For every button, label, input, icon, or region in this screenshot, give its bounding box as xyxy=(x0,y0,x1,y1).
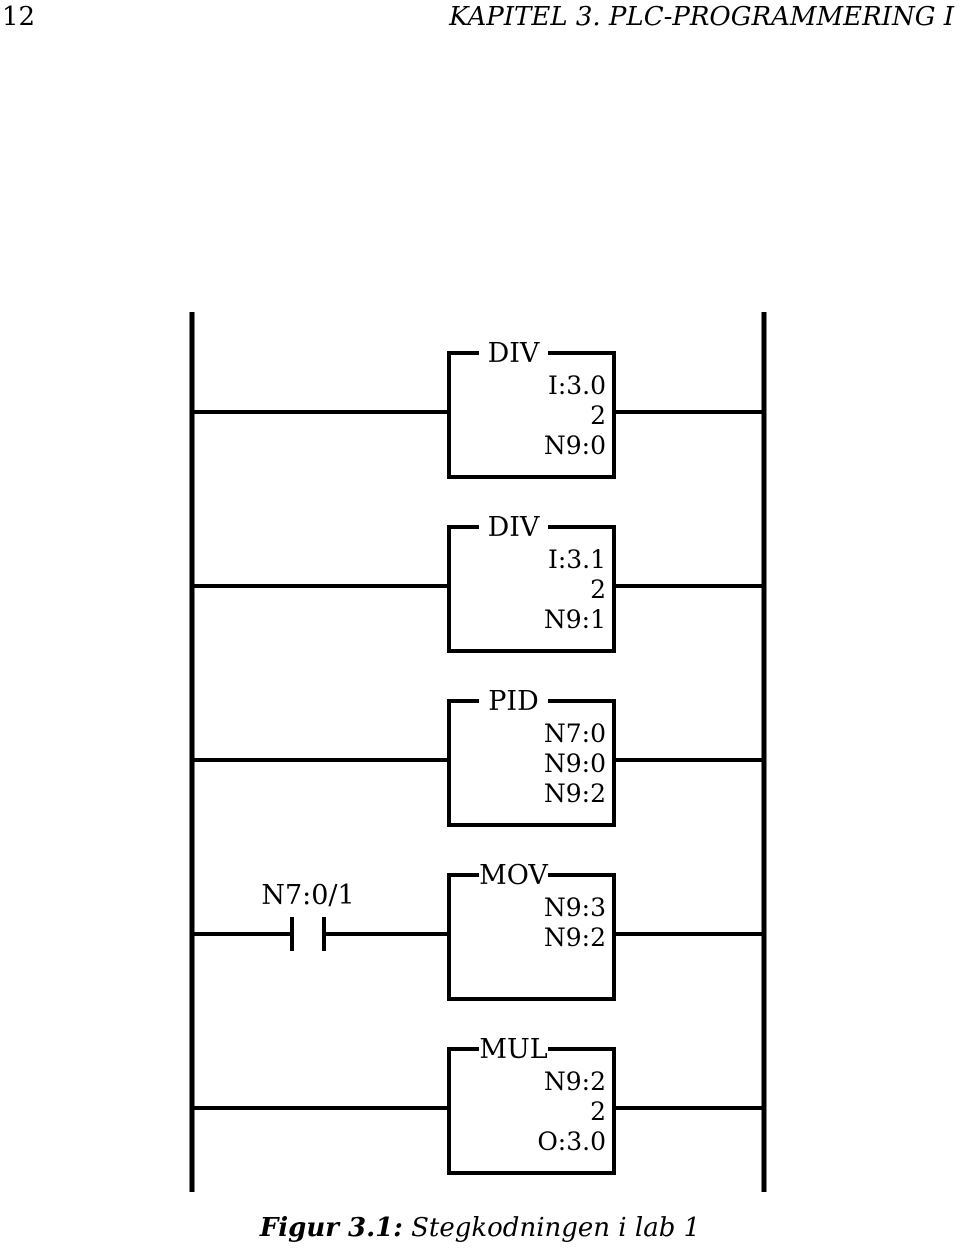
block-operand: N9:2 xyxy=(544,923,606,952)
rungs-layer: DIVI:3.02N9:0DIVI:3.12N9:1PIDN7:0N9:0N9:… xyxy=(192,338,764,1175)
chapter-title: KAPITEL 3. PLC-PROGRAMMERING I xyxy=(449,2,954,32)
block-operand: N9:2 xyxy=(544,1067,606,1096)
block-operand: N9:2 xyxy=(544,779,606,808)
block-operand: 2 xyxy=(590,401,606,430)
block-name: PID xyxy=(488,686,538,717)
block-name: DIV xyxy=(488,512,540,543)
block-operand: 2 xyxy=(590,575,606,604)
block-operand: N9:1 xyxy=(544,605,606,634)
block-operand: 2 xyxy=(590,1097,606,1126)
block-operand: N9:0 xyxy=(544,431,606,460)
block-operand: N9:0 xyxy=(544,749,606,778)
figure-caption: Figur 3.1: Stegkodningen i lab 1 xyxy=(0,1210,960,1246)
block-operand: O:3.0 xyxy=(537,1127,606,1156)
block-operand: N9:3 xyxy=(544,893,606,922)
block-name: DIV xyxy=(488,338,540,369)
block-operand: I:3.0 xyxy=(548,371,606,400)
contact-label: N7:0/1 xyxy=(261,880,354,911)
caption-text: Stegkodningen i lab 1 xyxy=(411,1213,701,1243)
page-number: 12 xyxy=(2,2,36,32)
block-name: MUL xyxy=(479,1034,547,1065)
block-operand: I:3.1 xyxy=(548,545,606,574)
caption-label: Figur 3.1: xyxy=(259,1213,403,1243)
block-name: MOV xyxy=(479,860,548,891)
block-operand: N7:0 xyxy=(544,719,606,748)
